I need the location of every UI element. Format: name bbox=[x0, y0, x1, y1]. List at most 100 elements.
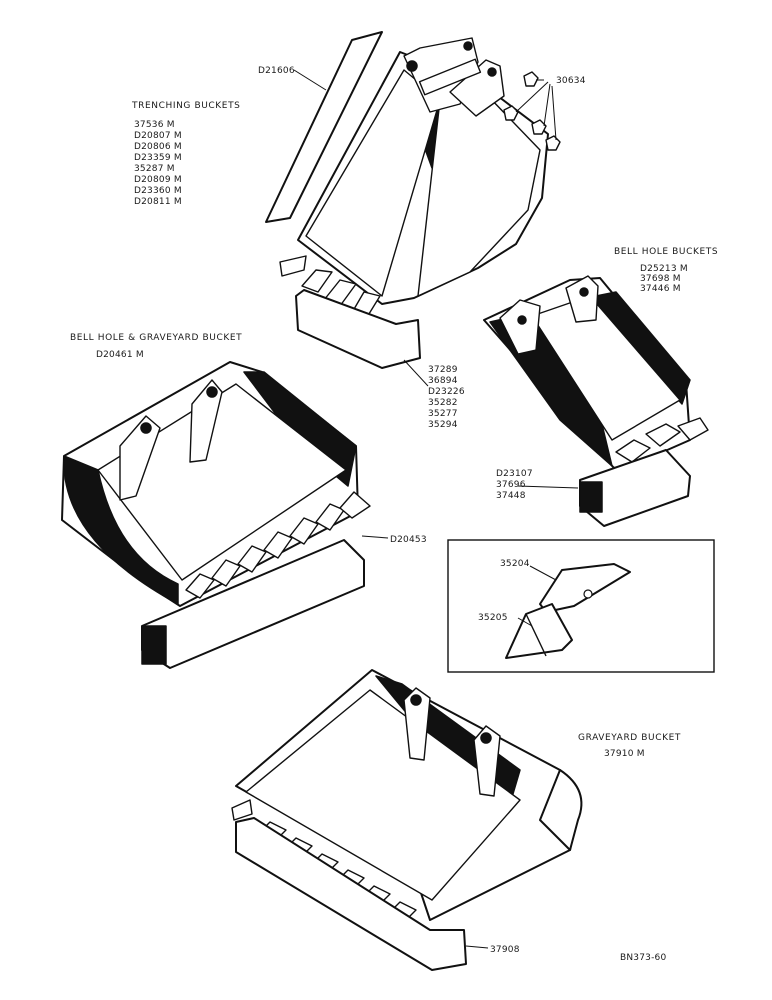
tooth-point-label: 35204 bbox=[500, 559, 530, 569]
leader-graveyard-teeth bbox=[465, 945, 489, 949]
trenching-title: TRENCHING BUCKETS bbox=[131, 101, 241, 111]
trenching-teeth-part: 35277 bbox=[428, 409, 458, 419]
graveyard-bucket-illustration bbox=[231, 669, 583, 971]
tooth-icon bbox=[185, 573, 215, 599]
bell-hole-teeth-part: 37448 bbox=[496, 491, 526, 501]
graveyard-mount-ear bbox=[403, 687, 431, 761]
trenching-teeth-part: 37289 bbox=[428, 365, 458, 375]
bell-hole-teeth-part: D23107 bbox=[496, 469, 533, 479]
side-cutter-label: D21606 bbox=[258, 66, 295, 76]
bh-graveyard-teeth-row bbox=[185, 491, 371, 599]
nut-icon bbox=[503, 105, 519, 121]
adapter-edge bbox=[525, 613, 547, 657]
graveyard-teeth-part: 37908 bbox=[490, 945, 520, 955]
detail-frame bbox=[447, 539, 715, 673]
tooth-adapter-label: 35205 bbox=[478, 613, 508, 623]
bell-hole-mount-ear bbox=[499, 299, 541, 355]
tooth-icon bbox=[289, 517, 319, 545]
trenching-cross-tube bbox=[418, 58, 482, 96]
tooth-icon bbox=[231, 799, 253, 821]
side-cutter-blade bbox=[265, 31, 383, 223]
bell-hole-part-number: 37446 M bbox=[640, 284, 681, 294]
tooth-icon bbox=[263, 531, 293, 559]
graveyard-right-end bbox=[539, 769, 583, 851]
tooth-icon bbox=[339, 491, 371, 519]
trenching-teeth-part: 35294 bbox=[428, 420, 458, 430]
trenching-part-number: D23359 M bbox=[134, 153, 182, 163]
graveyard-pin-hole bbox=[480, 732, 492, 744]
leader-trenching-teeth bbox=[403, 359, 429, 387]
bell-hole-mount-ear bbox=[565, 275, 599, 323]
bh-graveyard-left-end bbox=[63, 455, 179, 605]
graveyard-bucket-floor bbox=[245, 689, 521, 901]
bh-graveyard-bucket-floor bbox=[97, 383, 347, 581]
bell-hole-part-number: 37698 M bbox=[640, 274, 681, 284]
trenching-pin-hole-2 bbox=[463, 41, 473, 51]
bh-graveyard-part-number: D20461 M bbox=[96, 350, 144, 360]
bell-hole-teeth-part: 37696 bbox=[496, 480, 526, 490]
tooth-pin-hole bbox=[583, 589, 593, 599]
trenching-part-number: D20809 M bbox=[134, 175, 182, 185]
leader-bell-hole-teeth bbox=[517, 485, 579, 489]
graveyard-mount-ear bbox=[473, 725, 501, 797]
bell-hole-part-list: D25213 M 37698 M 37446 M bbox=[640, 264, 688, 294]
tooth-icon bbox=[211, 559, 241, 587]
trenching-bucket-illustration bbox=[265, 31, 561, 369]
graveyard-cutting-bar bbox=[235, 817, 467, 971]
bolt-nut-icons bbox=[503, 71, 561, 151]
trenching-part-number: 37536 M bbox=[134, 120, 175, 130]
trenching-teeth-part: 36894 bbox=[428, 376, 458, 386]
bell-hole-graveyard-bucket-illustration bbox=[61, 361, 371, 669]
nut-icon bbox=[545, 135, 561, 151]
tooth-icon bbox=[237, 545, 267, 573]
nut-icon bbox=[523, 71, 539, 87]
trenching-part-list: 37536 M D20807 M D20806 M D23359 M 35287… bbox=[134, 120, 182, 207]
bell-hole-bar-end bbox=[579, 481, 603, 513]
tooth-adapter-icon bbox=[505, 603, 573, 659]
bh-graveyard-bar-end bbox=[141, 625, 167, 665]
trenching-part-number: D20807 M bbox=[134, 131, 182, 141]
trenching-cutting-bar bbox=[295, 289, 421, 369]
trenching-part-number: D20806 M bbox=[134, 142, 182, 152]
bell-hole-pin-hole bbox=[579, 287, 589, 297]
tooth-icon bbox=[677, 417, 709, 441]
graveyard-pin-hole bbox=[410, 694, 422, 706]
bh-graveyard-pin-hole bbox=[140, 422, 152, 434]
trenching-teeth-part: D23226 bbox=[428, 387, 465, 397]
drawing-number: BN373-60 bbox=[620, 953, 666, 963]
bh-graveyard-pin-hole bbox=[206, 386, 218, 398]
bh-graveyard-mount-ear bbox=[119, 415, 161, 501]
trenching-part-number: 35287 M bbox=[134, 164, 175, 174]
trenching-pin-hole-3 bbox=[487, 67, 497, 77]
graveyard-title: GRAVEYARD BUCKET bbox=[578, 733, 681, 743]
tooth-icon bbox=[615, 439, 651, 463]
trenching-part-number: D20811 M bbox=[134, 197, 182, 207]
bolt-leader bbox=[551, 85, 557, 141]
tooth-detail-box bbox=[447, 539, 715, 673]
bell-hole-bucket-illustration bbox=[483, 275, 709, 527]
graveyard-part-number: 37910 M bbox=[604, 749, 645, 759]
leader-side-cutter bbox=[293, 69, 327, 91]
tooth-icon bbox=[301, 269, 333, 293]
bolt-leader bbox=[543, 83, 551, 127]
tooth-icon bbox=[279, 255, 307, 277]
bell-hole-title: BELL HOLE BUCKETS bbox=[614, 247, 718, 257]
bh-graveyard-title: BELL HOLE & GRAVEYARD BUCKET bbox=[70, 333, 242, 343]
tooth-icon bbox=[645, 423, 681, 447]
bell-hole-part-number: D25213 M bbox=[640, 264, 688, 274]
leader-tooth-point bbox=[529, 565, 557, 581]
trenching-teeth-part-list: 37289 36894 D23226 35282 35277 35294 bbox=[428, 365, 465, 430]
leader-tooth-adapter bbox=[517, 617, 533, 627]
trenching-part-number: D23360 M bbox=[134, 186, 182, 196]
leader-bh-graveyard-teeth bbox=[361, 535, 389, 539]
bolt-leader bbox=[515, 81, 549, 113]
bh-graveyard-mount-ear bbox=[189, 379, 223, 463]
trenching-teeth-part: 35282 bbox=[428, 398, 458, 408]
bell-hole-teeth-part-list: D23107 37696 37448 bbox=[496, 469, 533, 501]
nut-icon bbox=[531, 119, 547, 135]
trenching-pin-hole-1 bbox=[406, 60, 418, 72]
bolt-nut-label: 30634 bbox=[556, 76, 586, 86]
bell-hole-pin-hole bbox=[517, 315, 527, 325]
